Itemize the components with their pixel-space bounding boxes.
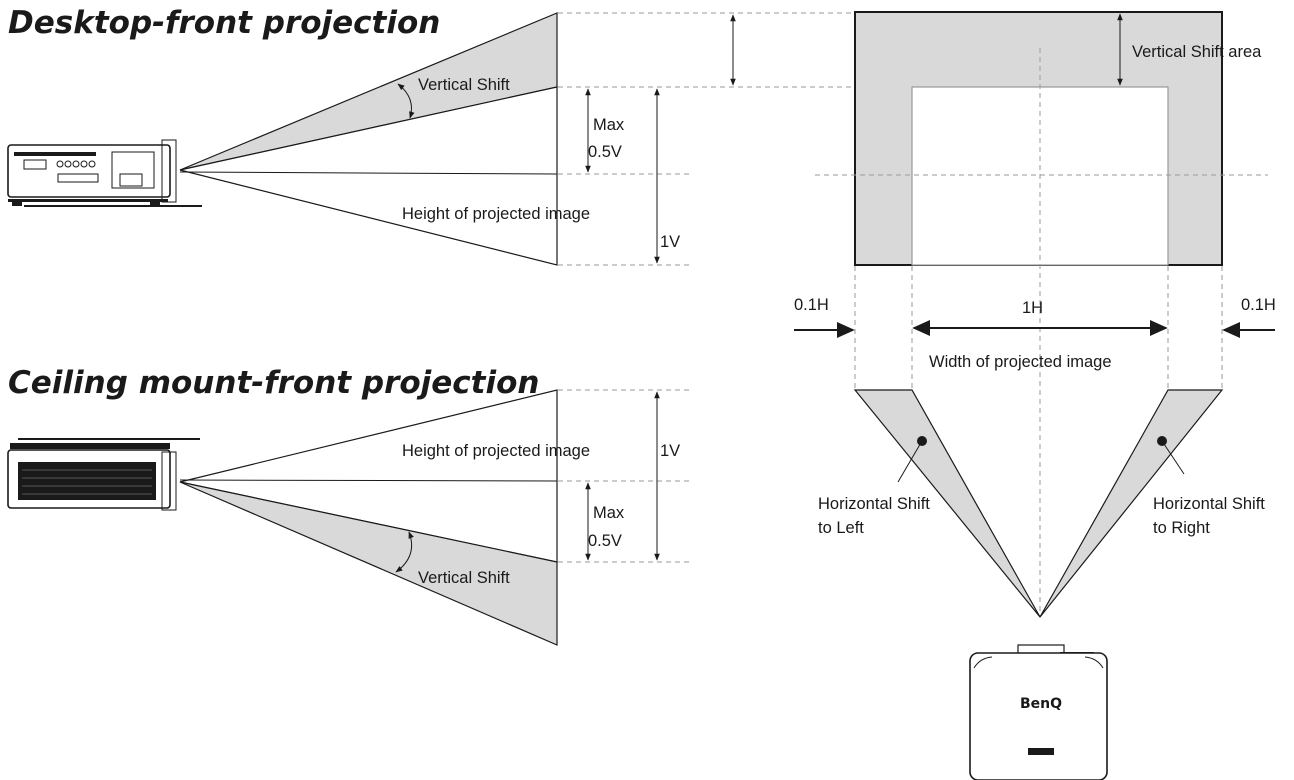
hshift-left-label-line2: to Left <box>818 519 864 537</box>
ceiling-title: Ceiling mount-front projection <box>8 365 540 401</box>
desktop-projector-icon <box>7 139 202 207</box>
desktop-half-v-label: 0.5V <box>588 143 622 161</box>
desktop-1v-label: 1V <box>660 233 680 251</box>
ceiling-vertical-shift-label: Vertical Shift <box>418 569 510 587</box>
desktop-image-beam <box>179 86 558 266</box>
desktop-beam-diagram: Vertical Shift Max 0.5V Height of projec… <box>179 12 855 266</box>
hshift-right-label-line2: to Right <box>1153 519 1210 537</box>
ceiling-half-v-label: 0.5V <box>588 532 622 550</box>
ceiling-height-label: Height of projected image <box>402 442 590 460</box>
ceiling-beam-diagram: Height of projected image 1V Max 0.5V Ve… <box>179 389 690 646</box>
width-1h-label: 1H <box>1022 299 1043 317</box>
ceiling-max-label: Max <box>593 504 625 522</box>
desktop-height-label: Height of projected image <box>402 205 590 223</box>
desktop-title: Desktop-front projection <box>8 5 440 41</box>
vertical-shift-area-label: Vertical Shift area <box>1132 43 1262 61</box>
brand-logo: BenQ <box>1020 696 1062 712</box>
right-margin-label: 0.1H <box>1241 296 1276 314</box>
screen-diagram: Vertical Shift area 0.1H 1H 0.1H Width o… <box>794 11 1276 618</box>
ceiling-1v-label: 1V <box>660 442 680 460</box>
left-margin-label: 0.1H <box>794 296 829 314</box>
hshift-left-beam <box>853 389 1041 618</box>
hshift-right-beam <box>1039 389 1224 618</box>
hshift-left-label-line1: Horizontal Shift <box>818 495 930 513</box>
ceiling-projector-icon <box>7 438 200 511</box>
topview-projector-icon: BenQ <box>969 644 1108 780</box>
desktop-shift-arc <box>397 83 415 119</box>
desktop-max-label: Max <box>593 116 625 134</box>
hshift-right-label-line1: Horizontal Shift <box>1153 495 1265 513</box>
desktop-vertical-shift-label: Vertical Shift <box>418 76 510 94</box>
ceiling-shift-beam <box>179 481 558 646</box>
ceiling-shift-arc <box>395 531 414 573</box>
width-label: Width of projected image <box>929 353 1112 371</box>
